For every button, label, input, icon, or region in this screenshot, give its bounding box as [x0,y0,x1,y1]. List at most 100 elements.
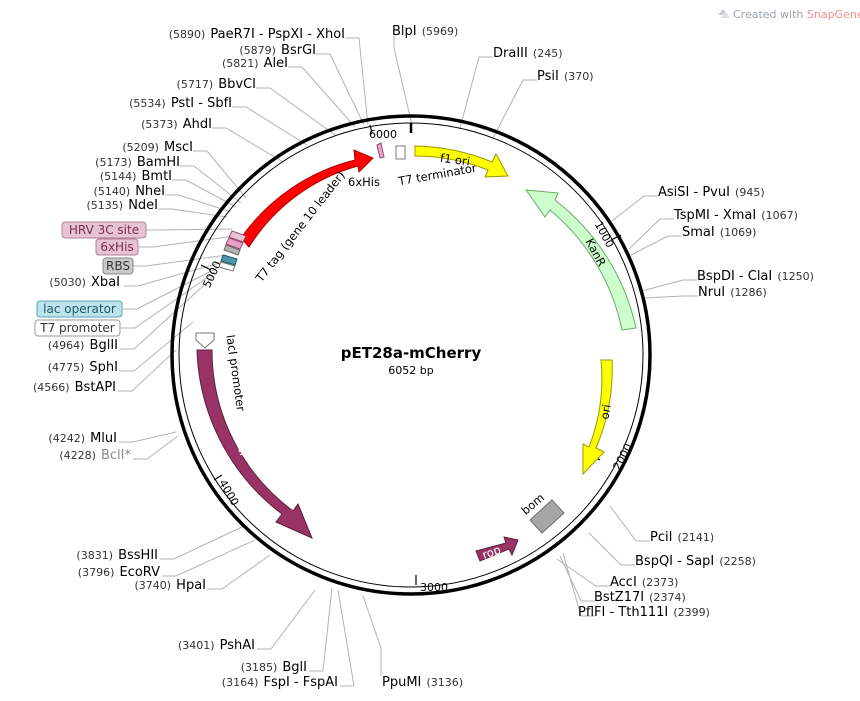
site-label: (5140) NheI [94,180,165,199]
tick-label-2000: 2000 [610,441,635,472]
site-label: (4775) SphI [48,356,118,375]
small-features [218,230,247,272]
site-name: PstI - SbfI [171,96,232,111]
plasmid-name: pET28a-mCherry [341,344,482,362]
site-name: PciI [650,530,672,545]
site-name: AccI [610,575,637,590]
t7-terminator-feature [395,145,406,160]
snapgene-logo-icon [718,9,730,18]
site-name: NruI [698,285,725,300]
site-position: (5890) [169,28,206,41]
site-name: PpuMI [382,675,421,690]
site-name: BspQI - SapI [635,554,714,569]
ori-feature [582,359,613,476]
site-label: (5890) PaeR7I - PspXI - XhoI [169,23,345,42]
site-position: (2373) [642,576,679,589]
plasmid-size: 6052 bp [388,364,433,377]
site-position: (5140) [94,185,131,198]
site-position: (3136) [426,676,463,689]
laci-promoter-feature [195,332,215,349]
site-position: (1286) [730,286,767,299]
site-position: (5209) [122,141,159,154]
laci-label: lacI [232,434,251,457]
site-name: BamHI [137,155,180,170]
site-position: (1250) [777,270,814,283]
site-name: BlpI [392,24,417,39]
site-name: BmtI [141,169,172,184]
site-name: SphI [89,360,118,375]
site-position: (5373) [141,118,178,131]
site-label: (5534) PstI - SbfI [129,92,232,111]
site-name: BbvCI [218,77,256,92]
site-position: (5173) [95,156,132,169]
site-label: (5717) BbvCI [177,73,256,92]
site-label: BlpI (5969) [392,20,458,39]
ori-label: ori [597,403,613,420]
site-position: (2399) [673,606,710,619]
f1-ori-label: f1 ori [439,151,471,169]
feature-box-label: 6xHis [100,240,133,254]
site-name: BstZ17I [594,590,644,605]
feature-box [95,238,139,256]
site-position: (5879) [239,44,276,57]
site-position: (2141) [678,531,715,544]
site-position: (1069) [720,226,757,239]
site-position: (4566) [33,381,70,394]
site-position: (5144) [100,170,137,183]
site-name: FspI - FspAI [263,675,338,690]
site-position: (3796) [78,566,115,579]
site-position: (5030) [49,276,86,289]
site-position: (370) [564,70,594,83]
site-label: SmaI (1069) [682,221,756,240]
site-label: (3164) FspI - FspAI [222,671,338,690]
site-label: BspQI - SapI (2258) [635,550,756,569]
tick-label-4000: 4000 [216,477,241,508]
site-position: (4228) [59,449,96,462]
site-name: NdeI [128,198,158,213]
tick-label-6000: 6000 [369,128,397,141]
site-position: (5534) [129,97,166,110]
site-position: (4775) [48,361,85,374]
site-label: BspDI - ClaI (1250) [697,265,814,284]
laci-feature [196,349,313,539]
site-position: (245) [533,47,563,60]
site-name: MluI [90,431,117,446]
site-name: PshAI [220,638,255,653]
site-label: (5030) XbaI [49,271,120,290]
site-name: EcoRV [119,565,160,580]
bom-feature [529,499,565,534]
restriction-site-labels: (5890) PaeR7I - PspXI - XhoI(5879) BsrGI… [33,20,814,690]
site-label: (5821) AleI [222,52,288,71]
site-name: BstAPI [75,380,116,395]
site-position: (5717) [177,78,214,91]
site-name: BglII [90,338,118,353]
credit-brand: SnapGene [807,8,860,21]
site-label: AsiSI - PvuI (945) [658,181,765,200]
site-position: (5821) [222,57,259,70]
feature-box-label: T7 promoter [39,321,115,335]
site-label: (5135) NdeI [87,194,158,213]
backbone-circle [170,114,652,596]
site-label: (3796) EcoRV [78,561,160,580]
site-name: PflFI - Tth111I [578,605,668,620]
site-label: (3185) BglI [241,656,307,675]
feature-box-label: RBS [106,259,130,273]
tick-label-3000: 3000 [420,581,448,594]
feature-box [102,257,134,275]
site-position: (2258) [719,555,756,568]
site-name: BglI [282,660,307,675]
site-position: (3164) [222,676,259,689]
site-name: AhdI [183,117,212,132]
site-name: XbaI [91,275,120,290]
feature-box-label: lac operator [43,302,116,316]
credit-prefix: Created with [733,8,807,21]
svg-text:Created with SnapGene®: Created with SnapGene® [733,8,860,21]
site-label: (4242) MluI [48,427,117,446]
rop-feature [475,536,519,562]
site-label: (5209) MscI [122,136,193,155]
site-label: (5173) BamHI [95,151,180,170]
site-position: (3401) [178,639,215,652]
site-label: NruI (1286) [698,281,767,300]
